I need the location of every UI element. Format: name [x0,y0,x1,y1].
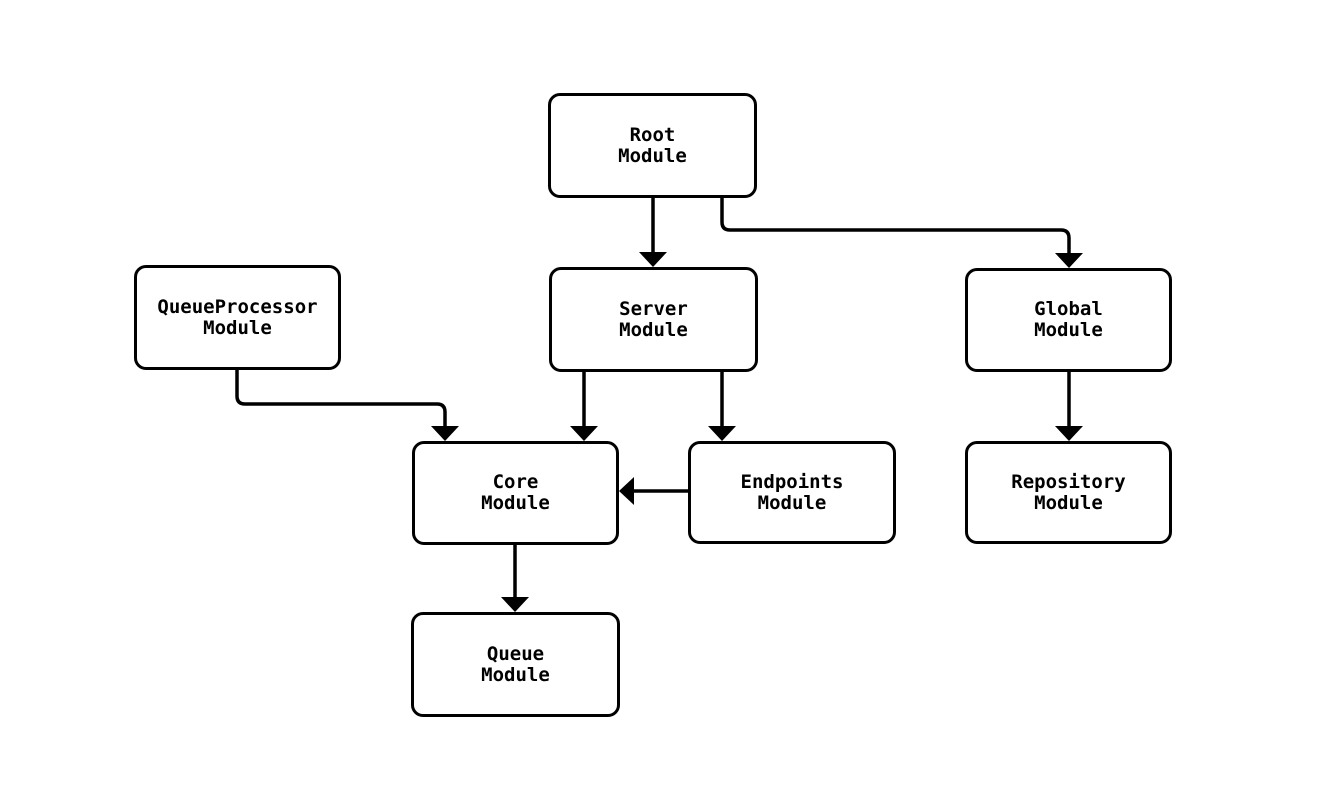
node-server-module-label: Server Module [619,297,688,341]
arrowhead-icon [619,477,634,505]
arrowhead-icon [708,426,736,441]
node-repository-module: Repository Module [965,441,1172,544]
arrowhead-icon [1055,426,1083,441]
arrowhead-icon [570,426,598,441]
node-root-module: Root Module [548,93,757,198]
node-endpoints-module: Endpoints Module [688,441,896,544]
edge-queueprocessor-to-core [235,370,459,441]
edge-core-to-queue [501,545,529,612]
edge-root-to-global [720,198,1083,268]
node-queue-module-label: Queue Module [481,642,550,686]
edge-root-to-server [639,198,667,267]
node-queueprocessor-module: QueueProcessor Module [134,265,341,370]
node-repository-module-label: Repository Module [1011,470,1126,514]
node-root-module-label: Root Module [618,123,687,167]
node-endpoints-module-label: Endpoints Module [740,470,844,514]
edge-endpoints-to-core [619,477,688,505]
arrowhead-icon [639,252,667,267]
edge-global-to-repository [1055,372,1083,441]
node-global-module-label: Global Module [1034,298,1103,341]
node-global-module: Global Module [965,268,1172,372]
edge-server-to-core [570,372,598,441]
arrowhead-icon [431,426,459,441]
arrowhead-icon [1055,253,1083,268]
node-server-module: Server Module [549,267,758,372]
node-core-module-label: Core Module [481,471,550,514]
node-core-module: Core Module [412,441,619,545]
edge-server-to-endpoints [708,372,736,441]
node-queueprocessor-module-label: QueueProcessor Module [157,295,318,339]
arrowhead-icon [501,597,529,612]
node-queue-module: Queue Module [411,612,620,717]
